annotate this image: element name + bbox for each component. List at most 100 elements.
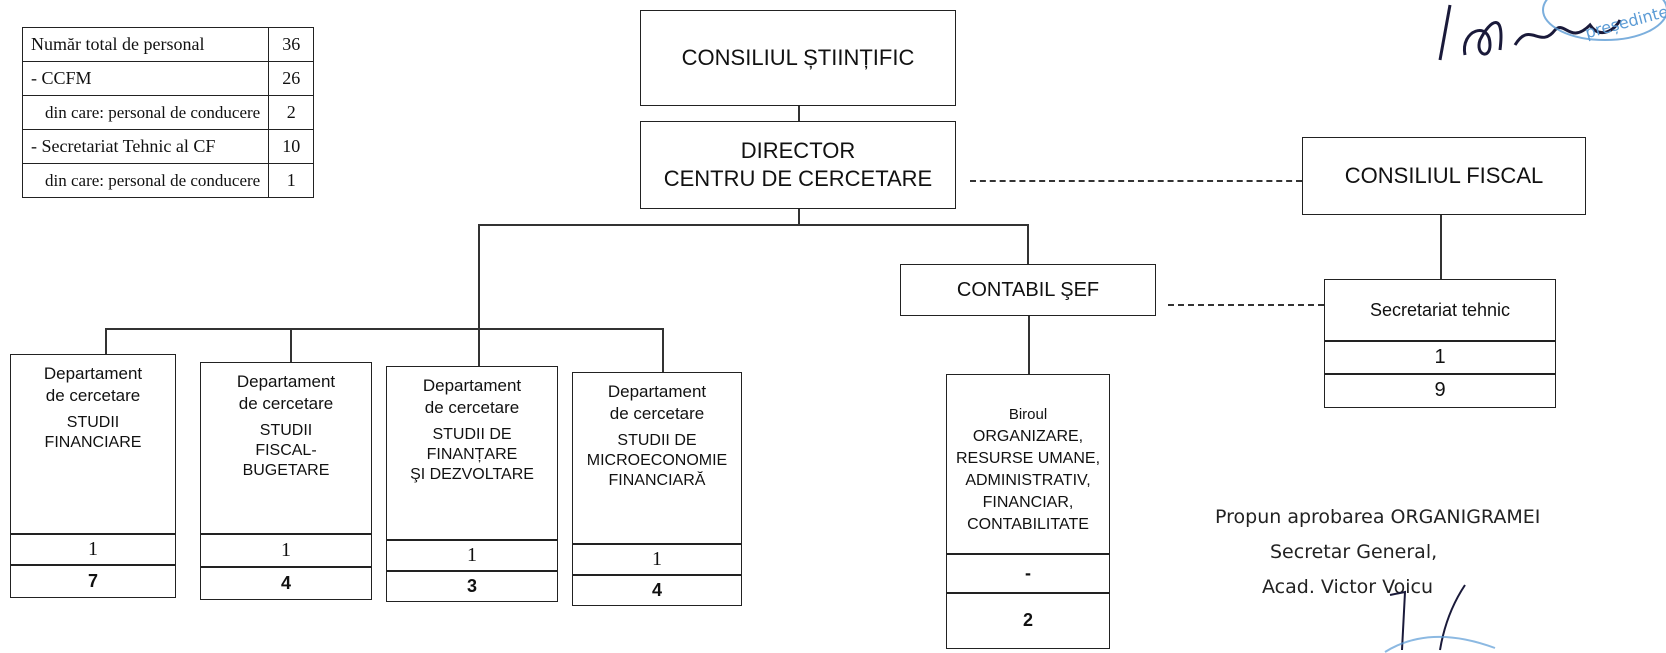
department-label: Departament de cercetare STUDII DE MICRO… xyxy=(573,381,741,545)
department-box-studii-financiare: Departament de cercetare STUDII FINANCIA… xyxy=(10,354,176,598)
node-label: CENTRU DE CERCETARE xyxy=(663,166,933,191)
connector xyxy=(105,328,107,354)
signature-stamp-graphic: președinte xyxy=(1438,0,1666,61)
contabil-sef-box: CONTABIL ŞEF xyxy=(900,264,1156,316)
dept-sub-line: FISCAL- xyxy=(255,442,317,459)
node-label: CONSILIUL ȘTIINȚIFIC xyxy=(681,45,915,70)
approval-text: Propun aprobarea ORGANIGRAMEI xyxy=(1215,506,1541,528)
staff-count-total: 9 xyxy=(1434,379,1446,401)
table-row: Număr total de personal 36 xyxy=(21,27,315,62)
approval-signatory: Acad. Victor Voicu xyxy=(1262,576,1434,598)
department-label: Departament de cercetare STUDII FISCAL- … xyxy=(201,371,371,533)
connector xyxy=(1440,215,1442,279)
node-label: CONTABIL ŞEF xyxy=(956,279,1100,301)
connector xyxy=(1027,224,1029,264)
birou-box: Biroul ORGANIZARE, RESURSE UMANE, ADMINI… xyxy=(946,374,1110,649)
summary-label: - Secretariat Tehnic al CF xyxy=(21,129,270,164)
node-label: Secretariat tehnic xyxy=(1369,299,1511,320)
birou-line: RESURSE UMANE, xyxy=(955,450,1101,467)
connector xyxy=(478,328,480,366)
connector xyxy=(1028,316,1030,374)
birou-label: Biroul ORGANIZARE, RESURSE UMANE, ADMINI… xyxy=(947,385,1109,555)
birou-line: FINANCIAR, xyxy=(982,494,1074,511)
summary-label: - CCFM xyxy=(21,61,270,96)
connector xyxy=(798,105,800,121)
dept-line: de cercetare xyxy=(45,386,141,405)
summary-value: 10 xyxy=(268,129,315,164)
dept-sub-line: ŞI DEZVOLTARE xyxy=(410,466,534,483)
consiliul-stiintific-box: CONSILIUL ȘTIINȚIFIC xyxy=(640,10,956,106)
stamp-text: președinte xyxy=(1583,2,1666,42)
connector xyxy=(662,328,664,372)
dept-sub-line: FINANCIARĂ xyxy=(608,472,706,489)
dept-subtitle: STUDII DE MICROECONOMIE FINANCIARĂ xyxy=(587,431,727,491)
summary-label: din care: personal de conducere xyxy=(21,95,270,130)
dashed-link xyxy=(1168,304,1324,306)
connector xyxy=(478,224,480,329)
divider xyxy=(201,566,371,568)
dept-line: Departament xyxy=(422,376,522,395)
dept-subtitle: STUDII DE FINANȚARE ŞI DEZVOLTARE xyxy=(410,425,534,485)
dept-sub-line: FINANCIARE xyxy=(44,434,142,451)
summary-label: din care: personal de conducere xyxy=(21,163,270,198)
divider xyxy=(947,592,1109,594)
birou-line: CONTABILITATE xyxy=(967,516,1089,533)
connector xyxy=(798,209,800,225)
dashed-link xyxy=(970,180,1302,182)
dept-line: de cercetare xyxy=(424,398,520,417)
divider xyxy=(1325,340,1555,342)
divider xyxy=(573,574,741,576)
department-box-studii-finantare: Departament de cercetare STUDII DE FINAN… xyxy=(386,366,558,602)
staff-summary-table: Număr total de personal 36 - CCFM 26 din… xyxy=(21,27,315,198)
staff-count-total: 4 xyxy=(280,572,291,593)
staff-count-total: 7 xyxy=(87,570,98,591)
divider xyxy=(11,564,175,566)
department-label: Departament de cercetare STUDII FINANCIA… xyxy=(11,363,175,533)
staff-count-leadership: 1 xyxy=(88,537,98,560)
staff-count-leadership: 1 xyxy=(467,543,477,566)
dept-sub-line: BUGETARE xyxy=(242,462,330,479)
dept-line: de cercetare xyxy=(238,394,334,413)
dept-line: Departament xyxy=(43,364,143,383)
divider xyxy=(11,533,175,535)
summary-value: 26 xyxy=(268,61,315,96)
summary-label: Număr total de personal xyxy=(21,27,270,62)
dept-sub-line: MICROECONOMIE xyxy=(586,452,728,469)
birou-title: Biroul xyxy=(1008,406,1048,423)
dept-line: de cercetare xyxy=(609,404,705,423)
dept-line: Departament xyxy=(607,382,707,401)
summary-value: 1 xyxy=(268,163,315,198)
dept-sub-line: STUDII DE xyxy=(432,426,512,443)
node-label: CONSILIUL FISCAL xyxy=(1344,163,1544,188)
department-label: Departament de cercetare STUDII DE FINAN… xyxy=(387,375,557,539)
birou-line: ADMINISTRATIV, xyxy=(965,472,1091,489)
dept-sub-line: FINANȚARE xyxy=(426,446,518,463)
consiliul-fiscal-box: CONSILIUL FISCAL xyxy=(1302,137,1586,215)
divider xyxy=(387,570,557,572)
divider xyxy=(947,553,1109,555)
dept-sub-line: STUDII xyxy=(259,422,313,439)
connector xyxy=(105,328,663,330)
dept-line: Departament xyxy=(236,372,336,391)
staff-count-total: 4 xyxy=(651,579,662,600)
staff-count-total: 2 xyxy=(1022,610,1033,630)
table-row: din care: personal de conducere 1 xyxy=(21,163,315,198)
staff-count-leadership: 1 xyxy=(652,547,662,570)
divider xyxy=(201,533,371,535)
staff-count-leadership: - xyxy=(1025,562,1031,583)
node-label: DIRECTOR xyxy=(740,138,856,163)
signature-graphic xyxy=(1384,584,1496,653)
connector xyxy=(478,224,1028,226)
connector xyxy=(290,328,292,362)
dept-sub-line: STUDII DE xyxy=(617,432,697,449)
approval-title: Secretar General, xyxy=(1270,541,1438,563)
divider xyxy=(1325,373,1555,375)
staff-count-total: 3 xyxy=(466,575,477,596)
table-row: din care: personal de conducere 2 xyxy=(21,95,315,130)
dept-sub-line: STUDII xyxy=(66,414,120,431)
summary-value: 2 xyxy=(268,95,315,130)
table-row: - CCFM 26 xyxy=(21,61,315,96)
divider xyxy=(387,539,557,541)
director-box: DIRECTOR CENTRU DE CERCETARE xyxy=(640,121,956,209)
staff-count-leadership: 1 xyxy=(281,538,291,561)
